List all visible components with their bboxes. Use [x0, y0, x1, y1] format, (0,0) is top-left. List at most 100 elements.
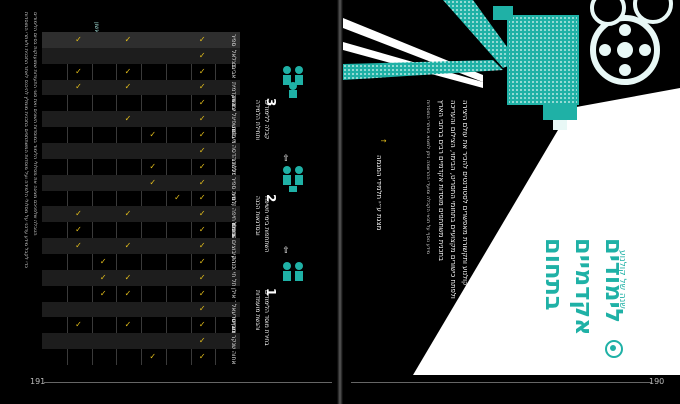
- check-icon: ✓: [124, 288, 132, 298]
- table-row: וינגייט✓✓✓: [42, 317, 240, 333]
- step-3-line-2: ותחילת הלמידה: [254, 100, 261, 141]
- check-icon: ✓: [99, 288, 107, 298]
- table-row: אוניברסיטת חיפה✓✓✓: [42, 206, 240, 253]
- book-gutter: [337, 0, 343, 404]
- check-icon: ✓: [124, 320, 132, 330]
- table-row: שנקר ✓: [42, 333, 240, 350]
- step-1-line-2: והגשת מועמדות: [254, 290, 261, 331]
- check-icon: ✓: [149, 352, 157, 362]
- title-line-3: בתחום: [540, 238, 568, 311]
- check-icon: ✓: [75, 225, 82, 235]
- body-line-1: לימודי קולנוע ותקשורת מאפשרים לסטודנטים …: [461, 100, 469, 306]
- table-row: המכללה האקדמית ספיר✓✓: [42, 174, 240, 240]
- check-icon: ✓: [198, 82, 206, 92]
- check-icon: ✓: [99, 256, 107, 266]
- table-row: בית ספר מינשר✓✓: [42, 159, 240, 200]
- light-beam: [413, 88, 680, 375]
- check-icon: ✓: [198, 256, 206, 266]
- table-row-label: כנרת: [230, 256, 237, 269]
- table-row: המכללה האקדמית✓✓✓: [42, 79, 240, 130]
- table-row-label: שנקר: [230, 335, 237, 350]
- check-icon: ✓: [198, 50, 206, 60]
- film-reel-icon: [590, 0, 673, 85]
- check-icon: ✓: [75, 320, 82, 330]
- check-icon: ✓: [149, 130, 157, 140]
- table-row: מעלה✓✓: [42, 127, 240, 144]
- check-icon: ✓: [198, 177, 206, 187]
- table-row: מכללת ספיר✓✓✓: [42, 32, 240, 66]
- check-icon: ✓: [198, 304, 206, 314]
- step-1-line-1: בחירת מוסד הלימודים: [263, 290, 270, 346]
- check-icon: ✓: [124, 34, 132, 44]
- check-icon: ✓: [198, 193, 206, 203]
- table-column-divider: [141, 32, 142, 365]
- table-column-divider: [66, 32, 68, 365]
- right-page: 190 לימודים אקדמיים בתחום שנה של קולנוע …: [343, 0, 680, 404]
- projector-illustration: [343, 0, 680, 375]
- table-row: סמינר הקיבוצים✓✓✓: [42, 238, 240, 281]
- check-icon: ✓: [75, 82, 82, 92]
- small-note: מידע נוסף על תנאי הקבלה ומועדי ההרשמה ני…: [425, 100, 431, 255]
- arrow-label: מצגת ע״י תלמידי המגמה: [375, 155, 383, 231]
- step-2-line-2: ובסדנאות הכנה: [254, 196, 261, 236]
- table-row-label: וינגייט: [230, 319, 237, 334]
- table-row: אוניברסיטת תל אביב✓✓✓: [42, 64, 240, 119]
- check-icon: ✓: [124, 272, 132, 282]
- arrow-icon: ↑: [379, 138, 387, 144]
- magnifier-icon: [605, 340, 623, 358]
- step-2-line-1: השתתפות בימי חשיפה: [263, 196, 270, 253]
- footer-rule: [44, 382, 332, 383]
- check-icon: ✓: [198, 288, 206, 298]
- check-icon: ✓: [149, 161, 157, 171]
- table-row: עמק יזרעאל✓: [42, 301, 240, 336]
- title-line-2: אקדמיים: [570, 238, 598, 336]
- institutions-table: מכללת ספיר✓✓✓בצלאל✓אוניברסיטת תל אביב✓✓✓…: [42, 32, 240, 365]
- people-group-icon: [283, 66, 303, 98]
- step-3-line-1: קבלה ללימודים: [263, 100, 270, 140]
- table-row: מנשר לאמנות✓: [42, 95, 240, 133]
- table-row: אחוה✓✓: [42, 349, 240, 365]
- check-icon: ✓: [198, 336, 206, 346]
- table-row: אוניברסיטת בר אילן✓✓✓: [42, 286, 240, 338]
- table-row: מכללת הדסה✓: [42, 143, 240, 180]
- check-icon: ✓: [198, 145, 206, 155]
- check-icon: ✓: [75, 241, 82, 251]
- check-icon: ✓: [198, 98, 206, 108]
- table-row: כנרת ✓ ✓: [42, 254, 240, 270]
- people-group-icon: [283, 262, 303, 281]
- check-icon: ✓: [198, 225, 206, 235]
- table-column-divider: [215, 32, 217, 365]
- check-icon: ✓: [198, 209, 206, 219]
- table-row: אורנים✓✓: [42, 222, 240, 241]
- table-row: בצלאל✓: [42, 47, 240, 68]
- check-icon: ✓: [124, 66, 132, 76]
- check-icon: ✓: [198, 352, 206, 362]
- check-icon: ✓: [198, 272, 206, 282]
- check-icon: ✓: [198, 130, 206, 140]
- check-icon: ✓: [198, 161, 206, 171]
- table-column-divider: [116, 32, 118, 365]
- footer-rule: [351, 382, 651, 383]
- check-icon: ✓: [124, 114, 132, 124]
- table-row: תל חי✓✓✓: [42, 269, 240, 286]
- page-number-left: 191: [30, 377, 46, 386]
- table-column-divider: [190, 32, 192, 365]
- arrow-icon: ⇦: [280, 154, 290, 162]
- note-line-1: כדי לקבל מידע עדכני על מסלולי הלמידה ועל…: [23, 12, 29, 268]
- body-line-3: בתכנית משתתפים מוסדות אקדמיים רבים ברחבי…: [437, 100, 445, 262]
- check-icon: ✓: [75, 209, 82, 219]
- check-icon: ✓: [174, 193, 181, 203]
- arrow-icon: ⇦: [280, 246, 290, 254]
- check-icon: ✓: [124, 209, 132, 219]
- subtitle: שנה של קולנוע: [617, 250, 627, 309]
- table-row: בית ספר סם שפיגל✓✓: [42, 111, 240, 162]
- check-icon: ✓: [124, 241, 132, 251]
- check-icon: ✓: [198, 114, 206, 124]
- check-icon: ✓: [124, 82, 132, 92]
- note-line-2: הטבלה שלפניכם מציגה את מסלולי הלימוד במו…: [32, 12, 38, 236]
- check-icon: ✓: [75, 34, 82, 44]
- check-icon: ✓: [198, 241, 206, 251]
- page-number-right: 190: [649, 377, 665, 386]
